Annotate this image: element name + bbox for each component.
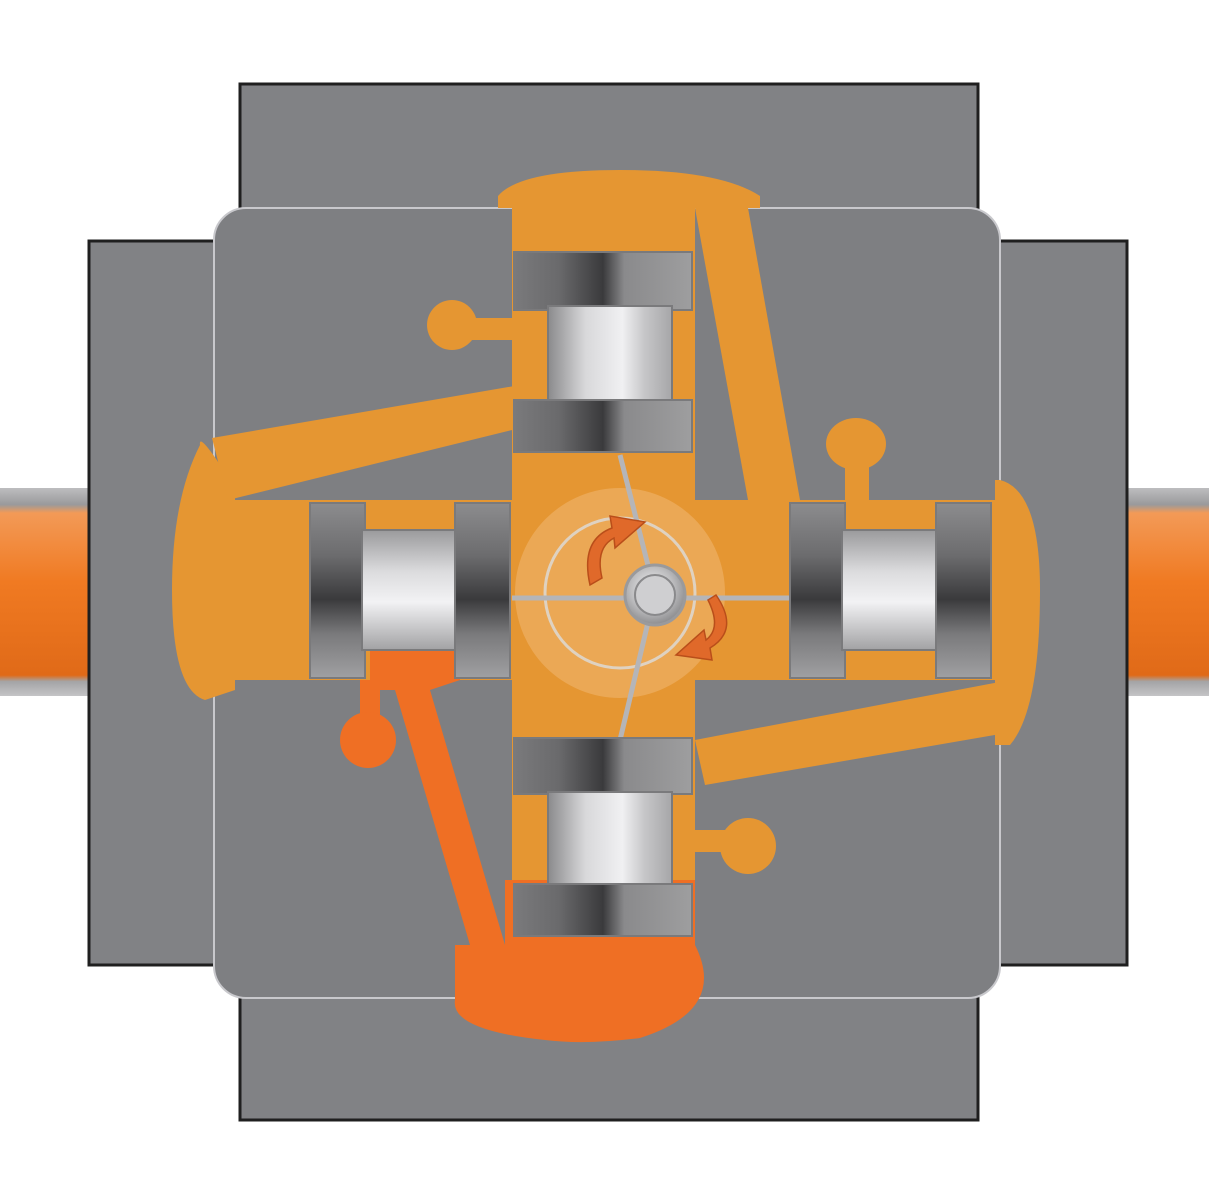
- piston-left: [309, 502, 511, 679]
- left-pipe: [0, 488, 95, 696]
- piston-bottom: [513, 737, 693, 937]
- piston-top: [513, 251, 693, 453]
- rotate-arrow-icon: [586, 515, 647, 587]
- piston-right: [789, 502, 992, 679]
- rotor: [512, 454, 790, 741]
- rotate-arrow-icon: [674, 593, 728, 661]
- right-pipe: [1124, 488, 1209, 696]
- rotation-arrows: [586, 515, 728, 661]
